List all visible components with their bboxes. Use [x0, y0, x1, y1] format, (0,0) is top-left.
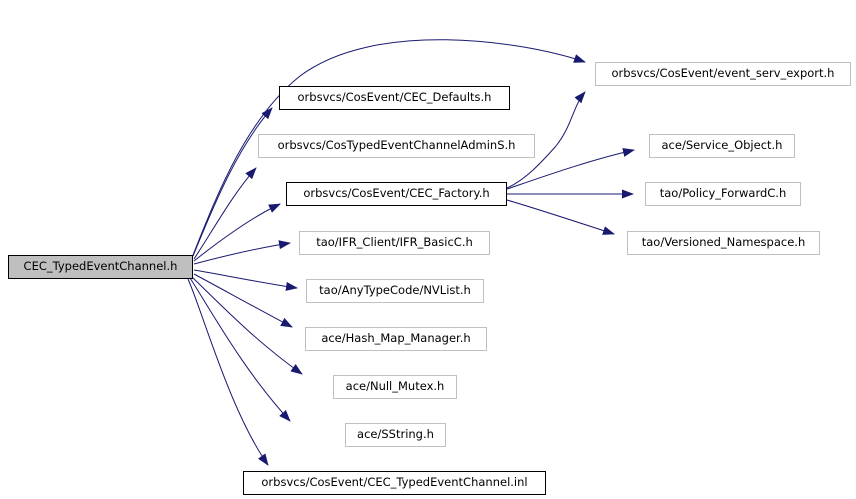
graph-node-label: ace/Hash_Map_Manager.h: [321, 331, 471, 346]
edge-n0-to-n1: [192, 39, 586, 256]
graph-node-label: ace/Null_Mutex.h: [345, 379, 445, 394]
graph-node-label: orbsvcs/CosEvent/CEC_TypedEventChannel.i…: [261, 475, 528, 490]
graph-node-n8[interactable]: tao/Versioned_Namespace.h: [627, 231, 820, 255]
edge-n0-to-n9: [193, 269, 298, 291]
graph-node-label: tao/Policy_ForwardC.h: [659, 186, 787, 201]
edge-n0-to-n2: [192, 107, 273, 257]
graph-node-n7[interactable]: tao/IFR_Client/IFR_BasicC.h: [299, 231, 490, 255]
graph-node-label: tao/AnyTypeCode/NVList.h: [319, 283, 471, 298]
edge-n5-to-n8: [506, 199, 615, 235]
edge-n0-to-n10: [193, 273, 293, 328]
graph-node-n13[interactable]: orbsvcs/CosEvent/CEC_TypedEventChannel.i…: [243, 471, 546, 495]
edge-n0-to-n7: [193, 240, 291, 265]
edge-n0-to-n13: [187, 278, 269, 466]
graph-node-label: orbsvcs/CosTypedEventChannelAdminS.h: [277, 138, 516, 153]
graph-node-n2[interactable]: orbsvcs/CosEvent/CEC_Defaults.h: [279, 86, 510, 110]
graph-node-n12[interactable]: ace/SString.h: [345, 423, 446, 447]
edge-n5-to-n1: [506, 91, 586, 189]
graph-node-label: ace/SString.h: [357, 427, 434, 442]
graph-node-label: ace/Service_Object.h: [661, 138, 783, 153]
graph-node-label: tao/Versioned_Namespace.h: [641, 235, 806, 250]
edge-n0-to-n5: [193, 203, 281, 262]
graph-node-n10[interactable]: ace/Hash_Map_Manager.h: [305, 327, 487, 351]
edge-n0-to-n11: [191, 276, 303, 375]
graph-node-n9[interactable]: tao/AnyTypeCode/NVList.h: [306, 279, 484, 303]
graph-node-n0[interactable]: CEC_TypedEventChannel.h: [8, 255, 193, 279]
graph-node-label: orbsvcs/CosEvent/event_serv_export.h: [611, 66, 835, 81]
graph-node-n6[interactable]: tao/Policy_ForwardC.h: [645, 182, 801, 206]
edge-n5-to-n4: [506, 148, 635, 190]
graph-node-label: orbsvcs/CosEvent/CEC_Defaults.h: [297, 90, 492, 105]
edge-group: [187, 39, 635, 466]
graph-node-label: CEC_TypedEventChannel.h: [23, 259, 178, 274]
graph-node-label: orbsvcs/CosEvent/CEC_Factory.h: [303, 186, 490, 201]
graph-node-n4[interactable]: ace/Service_Object.h: [649, 134, 795, 158]
graph-node-n1[interactable]: orbsvcs/CosEvent/event_serv_export.h: [595, 62, 851, 86]
graph-node-n3[interactable]: orbsvcs/CosTypedEventChannelAdminS.h: [258, 134, 535, 158]
edge-n0-to-n12: [189, 277, 291, 422]
edge-n0-to-n3: [193, 167, 257, 260]
graph-node-n11[interactable]: ace/Null_Mutex.h: [333, 375, 457, 399]
graph-node-label: tao/IFR_Client/IFR_BasicC.h: [316, 235, 473, 250]
graph-node-n5[interactable]: orbsvcs/CosEvent/CEC_Factory.h: [286, 182, 507, 206]
